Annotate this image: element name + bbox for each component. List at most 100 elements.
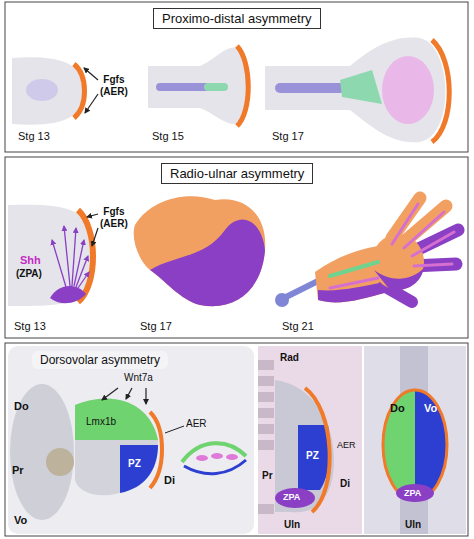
panel-title: Dorsovolar asymmetry xyxy=(40,353,160,367)
panel-title-box: Radio-ulnar asymmetry xyxy=(161,163,313,184)
digit-cross-section xyxy=(182,443,246,474)
axis-label: Vo xyxy=(424,402,437,415)
limb-bud-dorsal-view xyxy=(258,504,274,514)
limb-bud-dorsal-view xyxy=(258,360,274,370)
panel-frame xyxy=(5,343,468,536)
shh-signal-arrow xyxy=(78,272,89,288)
gene-label: Lmx1b xyxy=(86,416,116,428)
signal-label: Shh xyxy=(20,254,41,267)
limb-bud-stage13 xyxy=(12,57,85,124)
signal-label: Fgfs (AER) xyxy=(100,206,128,229)
fgf-arrow xyxy=(84,68,98,113)
axis-label: Di xyxy=(164,474,175,487)
limb-bud-stage17 xyxy=(432,40,449,142)
limb-hand-stage21 xyxy=(412,264,456,266)
shh-signal-arrow xyxy=(64,226,70,286)
shh-signal-arrow xyxy=(76,256,88,287)
embryo-cross-section xyxy=(75,398,158,495)
axis-label: Uln xyxy=(405,519,421,531)
fgf-arrow xyxy=(87,214,98,217)
signal-label: Fgfs (AER) xyxy=(100,74,128,97)
digit-cross-section xyxy=(211,453,223,459)
signal-label: (ZPA) xyxy=(16,268,42,280)
region-label: ZPA xyxy=(283,492,300,502)
fgf-arrow xyxy=(84,68,98,80)
limb-hand-stage21 xyxy=(286,280,320,297)
limb-bud-dorsal-view xyxy=(258,360,334,514)
limb-hand-stage21 xyxy=(414,264,452,266)
stage-label: Stg 13 xyxy=(14,320,46,333)
wnt7a-arrow xyxy=(126,388,132,399)
limb-bud-dorsal-view xyxy=(275,488,315,508)
embryo-cross-section xyxy=(10,384,74,520)
limb-bud-stage13 xyxy=(50,286,86,303)
limb-bud-stage17 xyxy=(265,38,446,143)
limb-bud-stage17 xyxy=(340,70,382,104)
cross-section-background xyxy=(258,346,362,534)
axis-label: Uln xyxy=(284,519,300,531)
limb-bud-dorsal-view xyxy=(275,380,334,512)
panel-frame xyxy=(5,157,468,338)
digit-cross-section xyxy=(196,455,208,461)
wnt7a-arrow xyxy=(102,388,118,400)
axis-label: Vo xyxy=(14,514,27,527)
embryo-cross-section xyxy=(150,412,162,488)
limb-bud-dorsal-view xyxy=(258,376,274,386)
limb-bud-stage17 xyxy=(265,38,449,143)
leader-line xyxy=(165,426,184,433)
fgf-arrow xyxy=(85,94,98,113)
limb-bud-stage15 xyxy=(148,46,248,126)
panel-title-box: Dorsovolar asymmetry xyxy=(32,351,168,369)
limb-hand-stage21 xyxy=(275,198,458,307)
panel-title-box: Proximo-distal asymmetry xyxy=(153,8,321,29)
limb-paddle-stage17 xyxy=(134,196,266,306)
wnt7a-arrow xyxy=(102,388,146,404)
limb-bud-dorsal-view xyxy=(298,425,330,490)
cross-section-background xyxy=(364,346,466,534)
limb-bud-dorsal-view xyxy=(258,440,274,450)
limb-bud-stage13 xyxy=(12,57,83,124)
digit-cross-section xyxy=(182,443,246,462)
limb-paddle-stage17 xyxy=(134,196,266,306)
digit-cross-section xyxy=(184,460,246,474)
digit-cross-section xyxy=(226,454,238,460)
shh-signal-arrow xyxy=(52,226,89,288)
limb-bud-stage13 xyxy=(26,79,58,101)
fgf-arrow xyxy=(92,228,98,246)
limb-bud-stage17 xyxy=(382,56,434,124)
limb-bud-transverse-view xyxy=(396,484,434,502)
limb-bud-transverse-view xyxy=(383,390,447,500)
leader-line xyxy=(165,426,184,433)
shh-signal-arrow xyxy=(52,240,66,287)
fgf-arrow xyxy=(87,214,98,246)
gene-label: Wnt7a xyxy=(124,372,153,384)
limb-bud-transverse-view xyxy=(415,390,447,500)
region-label: AER xyxy=(337,440,356,450)
cross-section-background xyxy=(8,346,466,534)
axis-label: Pr xyxy=(262,470,273,482)
axis-label: Di xyxy=(340,478,350,490)
stage-label: Stg 15 xyxy=(152,130,184,143)
limb-bud-stage15 xyxy=(160,83,208,91)
region-label: PZ xyxy=(306,450,319,462)
limb-hand-stage21 xyxy=(330,262,378,276)
limb-hand-stage21 xyxy=(318,282,388,302)
axis-label: Pr xyxy=(12,464,24,477)
limb-bud-dorsal-view xyxy=(258,392,274,402)
panel-title: Radio-ulnar asymmetry xyxy=(170,166,304,181)
embryo-cross-section xyxy=(46,448,74,476)
limb-bud-stage15 xyxy=(208,83,224,91)
panel-frame xyxy=(5,2,468,152)
region-label: ZPA xyxy=(404,488,421,498)
stage-label: Stg 13 xyxy=(18,130,50,143)
limb-bud-stage15 xyxy=(237,46,248,126)
wnt7a-arrow xyxy=(145,388,146,404)
cross-section-background xyxy=(8,346,254,534)
limb-hand-stage21 xyxy=(374,268,424,290)
limb-bud-dorsal-view xyxy=(258,408,274,418)
limb-bud-dorsal-view xyxy=(258,424,274,434)
region-label: PZ xyxy=(128,458,141,470)
limb-bud-transverse-view xyxy=(383,390,447,500)
axis-label: Rad xyxy=(280,352,299,364)
